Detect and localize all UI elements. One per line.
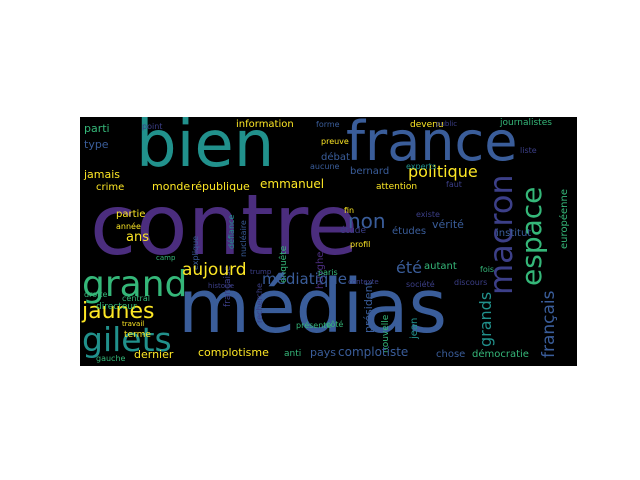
word-experts: experts — [406, 162, 437, 171]
word-jean: jean — [409, 317, 420, 339]
word-grand: grand — [82, 264, 188, 305]
word-monde: monde — [152, 180, 191, 193]
word-nucleaire: nucléaire — [239, 220, 248, 257]
word-partie: partie — [116, 209, 146, 220]
word-complotiste: complotiste — [338, 345, 409, 359]
word-gauche: gauche — [96, 354, 126, 363]
word-grands: grands — [476, 291, 495, 347]
word-complotisme: complotisme — [198, 346, 269, 359]
word-contre: contre — [90, 176, 359, 274]
word-journalistes: journalistes — [500, 118, 552, 128]
word-trump: trump — [250, 268, 272, 276]
word-chose: chose — [436, 349, 466, 360]
word-medias: médias — [178, 264, 448, 350]
word-paris: paris — [318, 268, 338, 277]
word-politique: politique — [408, 162, 478, 181]
word-ans: ans — [126, 230, 149, 245]
word-aujourd: aujourd — [182, 260, 247, 280]
word-liste: liste — [520, 146, 537, 155]
word-europeenne: européenne — [559, 189, 570, 249]
word-fois: fois — [480, 265, 495, 274]
word-fin: fin — [344, 206, 355, 215]
word-crime: crime — [96, 182, 125, 193]
word-attention: attention — [376, 182, 418, 192]
word-emmanuel: emmanuel — [260, 177, 325, 191]
word-existe: existe — [416, 210, 440, 219]
word-type: type — [84, 138, 109, 151]
word-jamais: jamais — [84, 168, 121, 181]
word-point: point — [142, 122, 163, 131]
word-huyghe: institut — [496, 228, 532, 239]
word-non: non — [348, 209, 386, 233]
word-information: information — [236, 119, 294, 130]
word-pays: pays — [310, 346, 336, 359]
word-verite: vérité — [432, 218, 464, 231]
word-debat: débat — [321, 152, 350, 163]
word-forme: forme — [316, 120, 340, 129]
word-histoire: histoire — [208, 282, 235, 290]
word-dernier: dernier — [134, 348, 174, 361]
word-republique: république — [191, 180, 250, 193]
word-etudes: études — [392, 226, 427, 237]
word-societe: société — [406, 280, 435, 289]
word-anti: anti — [284, 349, 302, 359]
word-public: public — [436, 120, 458, 128]
word-gilets: gilets — [82, 320, 172, 359]
word-mediatique: médiatique — [262, 270, 348, 288]
word-cloud: contre médias bien france grand gilets j… — [80, 117, 577, 366]
word-francais: français — [539, 290, 559, 358]
word-preuve: preuve — [321, 137, 349, 146]
word-travail: travail — [122, 320, 145, 328]
word-president: président — [362, 281, 375, 333]
word-etude: étude — [340, 226, 367, 236]
word-parti: parti — [84, 122, 110, 135]
word-central: central — [122, 294, 150, 303]
word-bien: bien — [136, 117, 275, 182]
word-directeur: directeur — [96, 302, 137, 312]
word-profil: profil — [350, 240, 371, 249]
word-annee: année — [116, 222, 141, 231]
word-france: france — [346, 117, 518, 173]
word-contexte: contexte — [348, 278, 379, 286]
word-discours: discours — [454, 278, 488, 287]
word-democratie: démocratie — [472, 349, 529, 360]
word-camp: camp — [156, 254, 176, 262]
word-presente: présente — [296, 321, 332, 330]
word-devenu: devenu — [410, 120, 444, 130]
word-bernard: bernard — [350, 166, 390, 177]
word-defiance: défiance — [227, 214, 236, 249]
word-droite: droite — [84, 290, 108, 299]
word-aucune: aucune — [310, 162, 340, 171]
word-autant: autant — [424, 261, 457, 272]
word-ete: été — [396, 258, 422, 277]
word-jaunes: jaunes — [82, 299, 155, 324]
word-cote: côté — [326, 320, 344, 329]
word-faut: faut — [446, 180, 462, 189]
word-recherche: recherche — [255, 283, 264, 323]
word-terme: terme — [124, 330, 151, 340]
